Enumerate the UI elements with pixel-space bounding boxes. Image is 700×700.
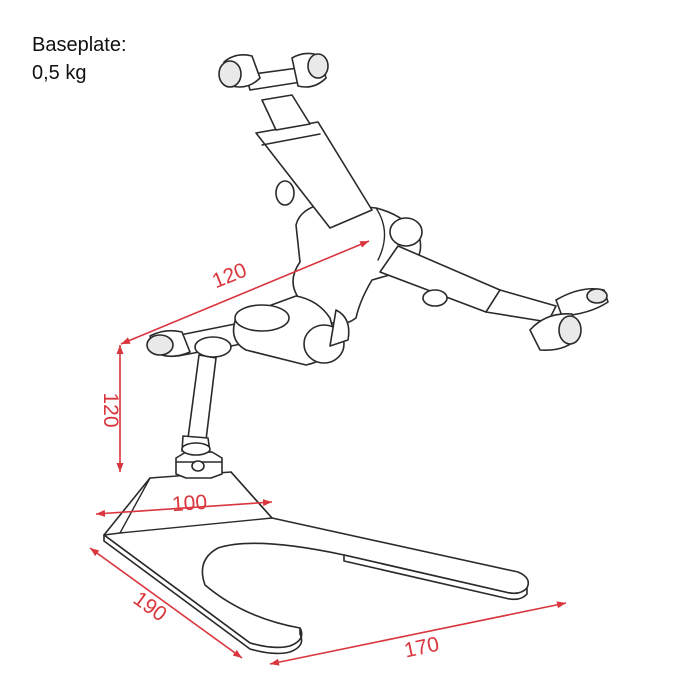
dimension-arm-span-label: 120: [209, 259, 250, 293]
dimension-plate-top-width-label: 100: [171, 491, 208, 516]
dimension-leg-length: 170: [269, 601, 567, 666]
upper-arm: [245, 67, 373, 229]
weight-caption-label: Baseplate:: [32, 34, 127, 56]
dimension-height-label: 120: [99, 392, 122, 427]
right-lower-cap: [529, 313, 582, 352]
weight-caption-value: 0,5 kg: [32, 62, 87, 84]
upper-left-cap: [218, 54, 261, 88]
mount-block: [175, 451, 223, 479]
dimension-leg-length-label: 170: [402, 633, 441, 663]
right-upper-cap: [555, 287, 609, 317]
dimension-plate-depth-label: 190: [129, 587, 171, 626]
right-arm: [379, 245, 557, 323]
dimension-height: 120: [99, 345, 124, 472]
base-plate: [103, 471, 530, 655]
vertical-post: [181, 354, 217, 456]
dimension-plate-top-width: 100: [95, 491, 273, 517]
upper-right-cap: [291, 52, 329, 88]
